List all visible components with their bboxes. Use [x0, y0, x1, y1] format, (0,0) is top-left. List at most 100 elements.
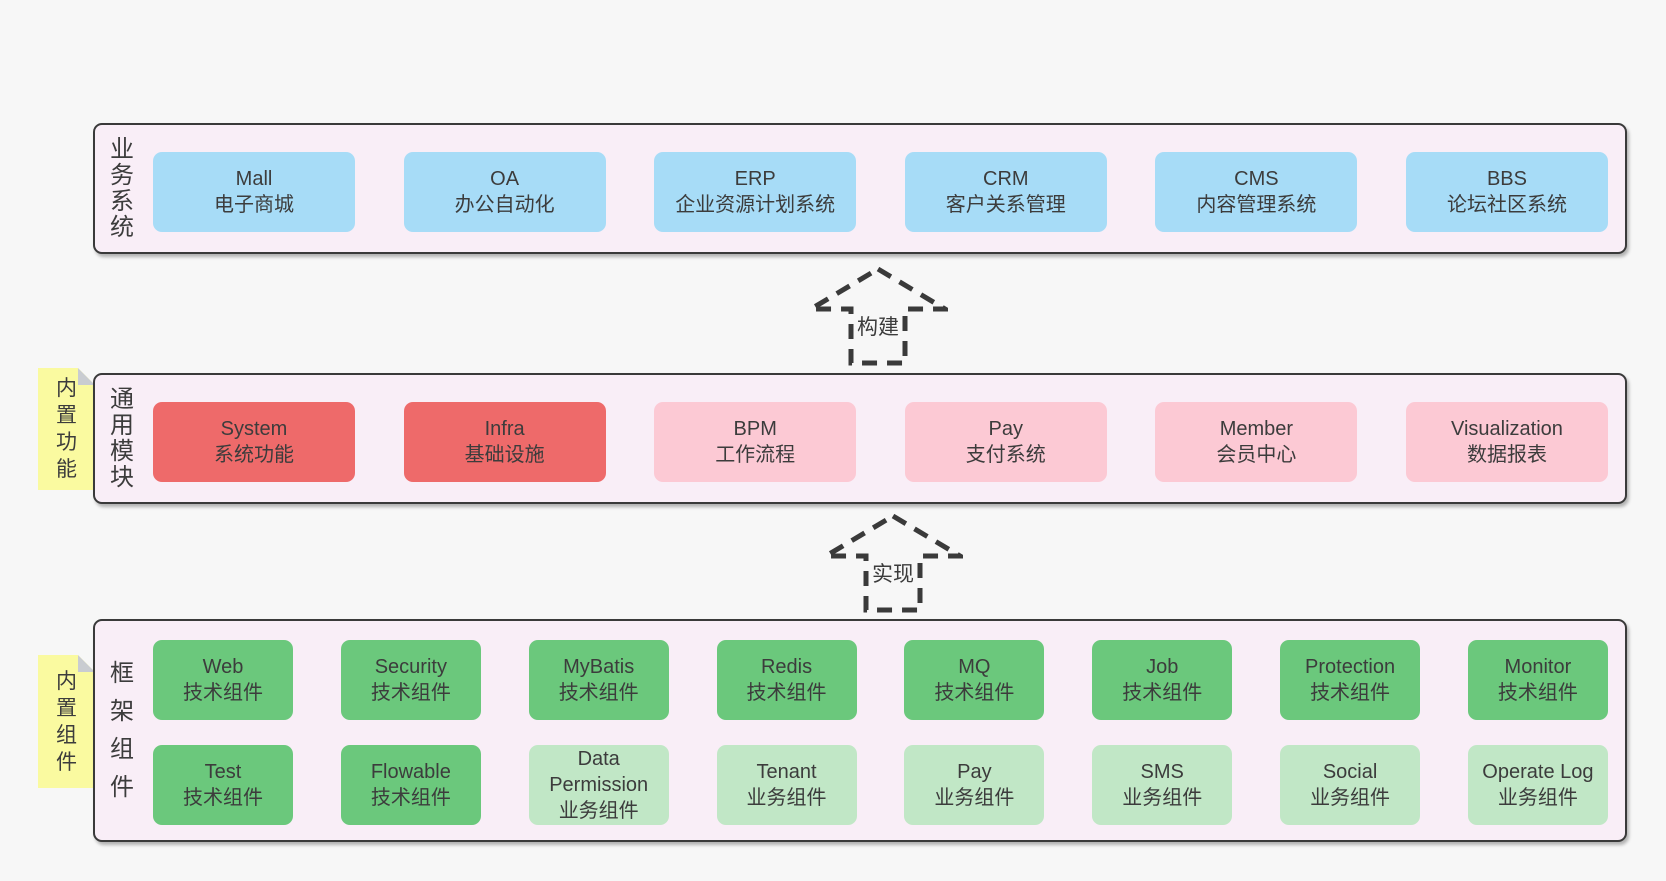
box-title: MQ	[958, 656, 991, 678]
module-box-tenant: Tenant 业务组件	[716, 745, 857, 825]
box-title: Pay	[957, 761, 992, 783]
box-title: ERP	[734, 168, 776, 190]
vertical-label-char: 业	[110, 135, 134, 163]
module-box-infra: Infra 基础设施	[403, 402, 606, 482]
box-title: OA	[490, 168, 520, 190]
box-subtitle: 业务组件	[746, 787, 827, 809]
sticky-note-builtin-components: 内置组件	[38, 655, 95, 788]
box-title: Visualization	[1451, 418, 1563, 440]
module-box-oa: OA 办公自动化	[403, 152, 606, 232]
vertical-label-char: 框	[110, 659, 134, 687]
module-box-mq: MQ 技术组件	[904, 640, 1045, 720]
band-label-framework-components: 框架组件	[107, 621, 137, 840]
module-box-social: Social 业务组件	[1280, 745, 1421, 825]
box-title: SMS	[1140, 761, 1184, 783]
box-title: Tenant	[756, 761, 817, 783]
module-box-pay: Pay 支付系统	[904, 402, 1107, 482]
band-label-common-modules: 通用模块	[107, 375, 137, 502]
arrow-label-build: 构建	[854, 310, 902, 342]
module-box-erp: ERP 企业资源计划系统	[654, 152, 857, 232]
vertical-label-char: 组	[56, 723, 77, 747]
box-title: System	[220, 418, 288, 440]
box-title: Social	[1322, 761, 1378, 783]
box-subtitle: 业务组件	[558, 800, 639, 822]
band-common-modules: 通用模块 System 系统功能 Infra 基础设施 BPM 工作流程 Pay 支付系统 Me…	[93, 373, 1627, 504]
module-box-bpm: BPM 工作流程	[654, 402, 857, 482]
module-box-member: Member 会员中心	[1155, 402, 1358, 482]
box-subtitle: 工作流程	[715, 444, 796, 466]
box-subtitle: 企业资源计划系统	[675, 194, 836, 216]
box-subtitle: 技术组件	[370, 787, 451, 809]
box-subtitle: 业务组件	[1497, 787, 1578, 809]
box-title: Pay	[988, 418, 1024, 440]
box-subtitle: 内容管理系统	[1196, 194, 1317, 216]
box-title: BBS	[1486, 168, 1527, 190]
module-box-bbs: BBS 论坛社区系统	[1405, 152, 1608, 232]
box-title: Monitor	[1504, 656, 1572, 678]
box-subtitle: 会员中心	[1216, 444, 1297, 466]
vertical-label-char: 置	[56, 404, 77, 427]
box-title: Job	[1146, 656, 1179, 678]
box-title: Data Permission	[549, 748, 649, 796]
module-box-operate-log: Operate Log 业务组件	[1467, 745, 1608, 825]
box-title: CMS	[1234, 168, 1279, 190]
arrow-label-implement: 实现	[869, 557, 917, 589]
vertical-label-char: 模	[110, 437, 134, 465]
box-subtitle: 论坛社区系统	[1446, 194, 1567, 216]
module-box-sms: SMS 业务组件	[1092, 745, 1233, 825]
dashed-up-arrow-build: 构建	[808, 266, 948, 366]
module-box-cms: CMS 内容管理系统	[1155, 152, 1358, 232]
box-subtitle: 技术组件	[746, 682, 827, 704]
box-subtitle: 办公自动化	[454, 194, 555, 216]
vertical-label-char: 组	[110, 735, 134, 763]
box-title: CRM	[983, 168, 1029, 190]
vertical-label-char: 件	[56, 750, 77, 774]
box-title: Member	[1219, 418, 1294, 440]
box-title: Infra	[484, 418, 525, 440]
box-title: MyBatis	[563, 656, 635, 678]
box-subtitle: 技术组件	[1310, 682, 1391, 704]
box-subtitle: 技术组件	[370, 682, 451, 704]
vertical-label-char: 能	[56, 458, 77, 481]
box-subtitle: 基础设施	[464, 444, 545, 466]
box-title: Security	[374, 656, 447, 678]
module-box-monitor: Monitor 技术组件	[1467, 640, 1608, 720]
box-title: Mall	[235, 168, 273, 190]
box-subtitle: 技术组件	[1497, 682, 1578, 704]
vertical-label-char: 统	[110, 213, 134, 241]
box-title: BPM	[733, 418, 777, 440]
box-subtitle: 业务组件	[934, 787, 1015, 809]
sticky-note-builtin-features: 内置功能	[38, 368, 95, 490]
vertical-label-char: 内	[56, 377, 77, 400]
vertical-label-char: 用	[110, 411, 134, 439]
module-box-data-permission: Data Permission 业务组件	[528, 745, 669, 825]
box-subtitle: 技术组件	[183, 787, 263, 809]
module-box-redis: Redis 技术组件	[716, 640, 857, 720]
vertical-label-char: 块	[110, 463, 134, 491]
vertical-label-char: 务	[110, 161, 134, 189]
box-title: Web	[202, 656, 244, 678]
box-subtitle: 业务组件	[1310, 787, 1391, 809]
box-subtitle: 技术组件	[934, 682, 1015, 704]
common-modules-boxes: System 系统功能 Infra 基础设施 BPM 工作流程 Pay 支付系统 Member 会…	[153, 402, 1608, 482]
box-title: Operate Log	[1482, 761, 1594, 783]
vertical-label-char: 件	[110, 773, 134, 801]
up-arrow-icon	[823, 513, 963, 613]
vertical-label-char: 内	[56, 669, 77, 693]
box-subtitle: 业务组件	[1122, 787, 1203, 809]
vertical-label-char: 系	[110, 187, 134, 215]
box-subtitle: 系统功能	[214, 444, 294, 466]
box-title: Redis	[760, 656, 813, 678]
box-subtitle: 支付系统	[965, 444, 1046, 466]
